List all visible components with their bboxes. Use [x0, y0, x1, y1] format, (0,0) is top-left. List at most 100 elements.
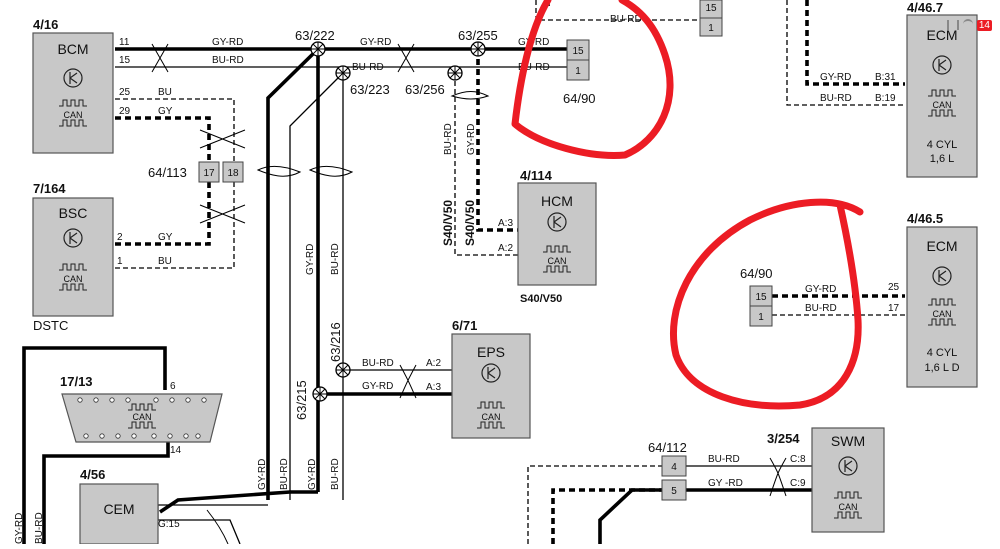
svg-text:BU-RD: BU-RD — [708, 454, 740, 465]
ecm-module-1[interactable]: 4/46.7 ECM 4 CYL 1,6 L — [906, 0, 978, 178]
transistor-icon — [932, 266, 952, 286]
ecm2-line1: 4 CYL — [927, 347, 958, 359]
svg-text:GY: GY — [158, 232, 173, 243]
svg-text:CAN: CAN — [132, 412, 151, 422]
can-pulse-icon — [543, 245, 571, 273]
svg-text:18: 18 — [227, 168, 239, 179]
svg-text:25: 25 — [888, 282, 900, 293]
svg-text:64/90: 64/90 — [563, 91, 596, 106]
hcm-title: HCM — [541, 193, 573, 209]
ecm1-line2: 1,6 L — [930, 153, 954, 165]
red-circle-right — [669, 198, 864, 410]
svg-text:BU-RD: BU-RD — [279, 458, 290, 490]
svg-text:C:8: C:8 — [790, 454, 806, 465]
hcm-variant: S40/V50 — [520, 293, 562, 305]
svg-text:6: 6 — [170, 381, 176, 392]
svg-text:CAN: CAN — [838, 502, 857, 512]
bsc-id: 7/164 — [33, 181, 66, 196]
hcm-id: 4/114 — [520, 168, 553, 183]
svg-text:GY-RD: GY-RD — [820, 72, 851, 83]
svg-text:CAN: CAN — [932, 100, 951, 110]
svg-text:GY -RD: GY -RD — [708, 478, 743, 489]
eps-module[interactable]: 6/71 EPS — [451, 318, 531, 439]
can-pulse-icon — [834, 491, 862, 519]
svg-text:15: 15 — [572, 46, 584, 57]
transistor-icon — [481, 363, 501, 383]
cem-module[interactable]: 4/56 CEM — [79, 467, 159, 545]
svg-text:BU-RD: BU-RD — [443, 123, 454, 155]
svg-text:17: 17 — [888, 303, 900, 314]
svg-text:GY-RD: GY-RD — [305, 244, 316, 275]
can-icons — [59, 89, 956, 519]
svg-text:BU-RD: BU-RD — [820, 93, 852, 104]
svg-text:BU-RD: BU-RD — [352, 62, 384, 73]
svg-text:C:9: C:9 — [790, 478, 806, 489]
svg-text:CAN: CAN — [63, 110, 82, 120]
svg-text:GY-RD: GY-RD — [805, 284, 836, 295]
red-annotations — [511, 0, 864, 410]
connectors — [198, 0, 773, 501]
transistor-icons — [63, 55, 952, 476]
svg-text:GY: GY — [158, 106, 173, 117]
ecm1-id: 4/46.7 — [907, 0, 943, 15]
svg-text:4: 4 — [671, 462, 677, 473]
svg-text:G:15: G:15 — [158, 519, 180, 530]
svg-text:11: 11 — [119, 37, 130, 48]
svg-text:CAN: CAN — [547, 256, 566, 266]
swm-module[interactable]: 3/254 SWM — [767, 427, 885, 533]
svg-text:15: 15 — [119, 55, 131, 66]
svg-text:2: 2 — [117, 232, 123, 243]
svg-text:B:19: B:19 — [875, 93, 896, 104]
svg-text:A:2: A:2 — [426, 358, 441, 369]
transistor-icon — [838, 456, 858, 476]
battery-icon: 14 — [976, 19, 992, 31]
obd-connector[interactable]: 17/13 — [60, 374, 223, 443]
svg-text:1: 1 — [758, 312, 764, 323]
obd-id: 17/13 — [60, 374, 93, 389]
svg-text:63/216: 63/216 — [328, 322, 343, 362]
transistor-icon — [63, 228, 83, 248]
svg-text:64/112: 64/112 — [648, 440, 687, 455]
ecm1-title: ECM — [926, 27, 957, 43]
ecm1-line1: 4 CYL — [927, 139, 958, 151]
svg-text:GY-RD: GY-RD — [360, 37, 391, 48]
svg-text:BU-RD: BU-RD — [362, 358, 394, 369]
ecm2-id: 4/46.5 — [907, 211, 943, 226]
can-pulse-icon — [59, 263, 87, 291]
ecm2-line2: 1,6 L D — [924, 362, 959, 374]
transistor-icon — [63, 68, 83, 88]
swm-title: SWM — [831, 433, 865, 449]
splice-crosses — [311, 42, 485, 401]
transistor-icon — [547, 212, 567, 232]
obd-pins — [77, 397, 207, 439]
svg-text:CAN: CAN — [932, 309, 951, 319]
signal-icon — [946, 20, 959, 30]
svg-text:BU-RD: BU-RD — [610, 14, 642, 25]
ecm-module-2[interactable]: 4/46.5 ECM 4 CYL 1,6 L D — [906, 211, 978, 388]
svg-text:A:3: A:3 — [426, 382, 441, 393]
red-circle-top — [511, 0, 674, 159]
svg-text:GY-RD: GY-RD — [466, 124, 477, 155]
svg-text:63/215: 63/215 — [294, 380, 309, 420]
svg-text:CAN: CAN — [63, 274, 82, 284]
svg-text:63/222: 63/222 — [295, 28, 335, 43]
svg-text:63/256: 63/256 — [405, 82, 445, 97]
svg-text:B:31: B:31 — [875, 72, 896, 83]
bcm-title: BCM — [57, 41, 88, 57]
cem-id: 4/56 — [80, 467, 105, 482]
svg-text:63/255: 63/255 — [458, 28, 498, 43]
splice-labels: 63/222 63/223 63/255 63/256 64/113 64/90… — [148, 28, 773, 455]
svg-text:14: 14 — [170, 445, 182, 456]
svg-text:GY-RD: GY-RD — [307, 459, 318, 490]
bsc-module[interactable]: 7/164 BSC DSTC — [32, 181, 114, 333]
svg-text:29: 29 — [119, 106, 131, 117]
svg-text:1: 1 — [117, 256, 123, 267]
connector-pin-labels: 15 1 17 18 15 1 4 5 15 1 — [203, 3, 767, 497]
svg-text:CAN: CAN — [481, 412, 500, 422]
bcm-module[interactable]: 4/16 BCM — [32, 17, 114, 154]
can-pulse-icon — [928, 89, 956, 117]
hcm-module[interactable]: 4/114 HCM S40/V50 — [517, 168, 597, 305]
svg-text:BU-RD: BU-RD — [518, 62, 550, 73]
svg-text:BU-RD: BU-RD — [330, 458, 341, 490]
